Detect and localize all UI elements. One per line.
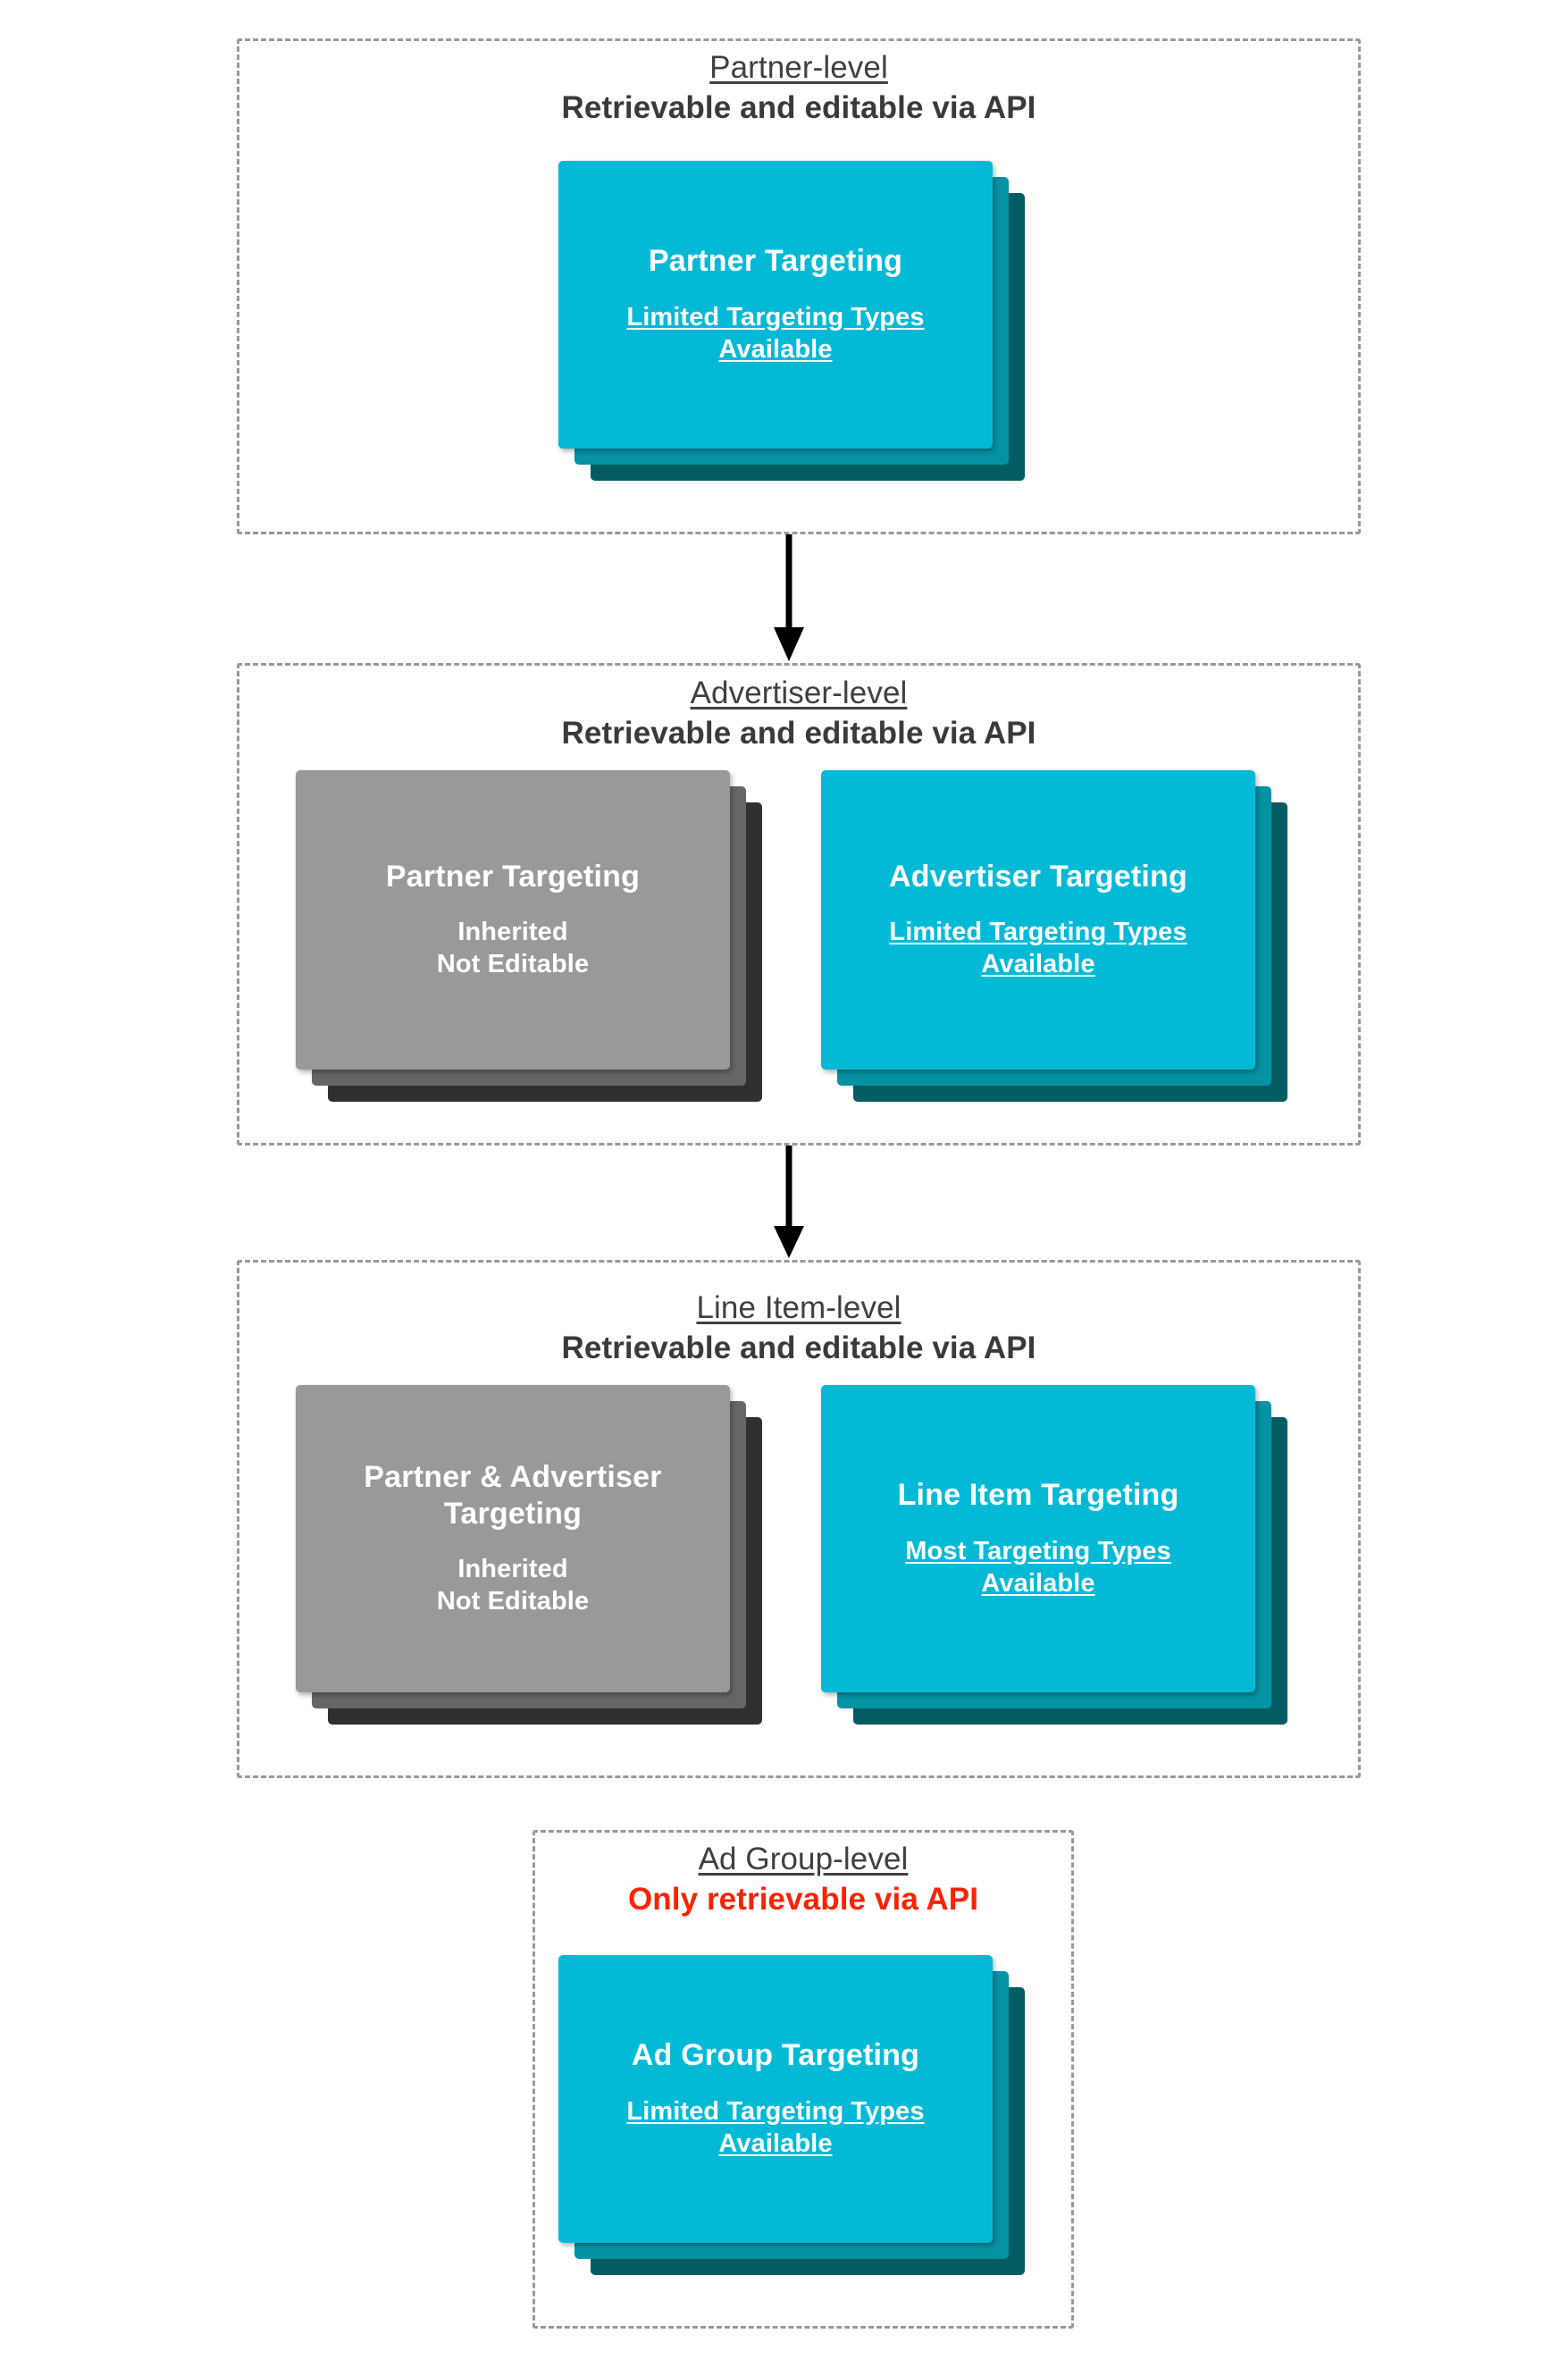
- card-subtitle: Inherited Not Editable: [437, 917, 589, 981]
- level-container-advertiser: [237, 663, 1361, 1146]
- card-subtitle-line-1: Limited Targeting Types: [889, 918, 1187, 947]
- card-title: Line Item Targeting: [897, 1478, 1179, 1513]
- card-front-advertiser-targeting[interactable]: Advertiser Targeting Limited Targeting T…: [821, 770, 1255, 1070]
- card-subtitle: Limited Targeting Types Available: [626, 302, 924, 366]
- connector-advertiser-to-line-item: [768, 1146, 809, 1260]
- card-stack-line-item-targeting[interactable]: Line Item Targeting Most Targeting Types…: [821, 1385, 1287, 1725]
- card-stack-partner-advertiser-targeting-inherited[interactable]: Partner & Advertiser Targeting Inherited…: [296, 1385, 762, 1725]
- card-title: Partner & Advertiser Targeting: [364, 1460, 662, 1531]
- card-subtitle: Most Targeting Types Available: [905, 1536, 1170, 1600]
- card-stack-ad-group-targeting[interactable]: Ad Group Targeting Limited Targeting Typ…: [558, 1955, 1025, 2275]
- card-subtitle: Limited Targeting Types Available: [889, 917, 1186, 981]
- card-front-partner-targeting[interactable]: Partner Targeting Limited Targeting Type…: [558, 161, 993, 449]
- card-title: Advertiser Targeting: [888, 859, 1187, 894]
- card-subtitle-line-2: Available: [718, 334, 833, 364]
- card-stack-advertiser-targeting[interactable]: Advertiser Targeting Limited Targeting T…: [821, 770, 1287, 1102]
- connector-partner-to-advertiser: [768, 534, 809, 663]
- card-title: Partner Targeting: [648, 244, 903, 279]
- card-front-line-item-targeting[interactable]: Line Item Targeting Most Targeting Types…: [821, 1385, 1255, 1692]
- card-subtitle-line-2: Not Editable: [436, 1586, 590, 1616]
- card-title: Ad Group Targeting: [631, 2038, 920, 2073]
- card-subtitle: Inherited Not Editable: [437, 1554, 589, 1618]
- card-subtitle-line-2: Available: [718, 2128, 833, 2158]
- level-container-partner: [237, 38, 1361, 534]
- card-subtitle-line-2: Available: [981, 950, 1095, 979]
- card-subtitle-line-2: Available: [981, 1568, 1095, 1598]
- card-subtitle-line-1: Most Targeting Types: [905, 1536, 1171, 1565]
- card-stack-partner-targeting[interactable]: Partner Targeting Limited Targeting Type…: [558, 161, 1025, 481]
- level-container-line-item: [237, 1260, 1361, 1778]
- card-subtitle-line-1: Limited Targeting Types: [626, 2096, 925, 2126]
- card-subtitle-line-1: Inherited: [457, 918, 568, 947]
- card-subtitle: Limited Targeting Types Available: [626, 2096, 924, 2161]
- card-front-partner-targeting-inherited[interactable]: Partner Targeting Inherited Not Editable: [296, 770, 730, 1070]
- card-stack-partner-targeting-inherited[interactable]: Partner Targeting Inherited Not Editable: [296, 770, 762, 1102]
- level-container-ad-group: [532, 1830, 1074, 2329]
- card-subtitle-line-2: Not Editable: [436, 950, 590, 979]
- card-title: Partner Targeting: [385, 859, 641, 894]
- card-front-ad-group-targeting[interactable]: Ad Group Targeting Limited Targeting Typ…: [558, 1955, 993, 2243]
- card-subtitle-line-1: Inherited: [457, 1554, 568, 1583]
- card-front-partner-advertiser-targeting-inherited[interactable]: Partner & Advertiser Targeting Inherited…: [296, 1385, 730, 1692]
- card-subtitle-line-1: Limited Targeting Types: [626, 302, 925, 332]
